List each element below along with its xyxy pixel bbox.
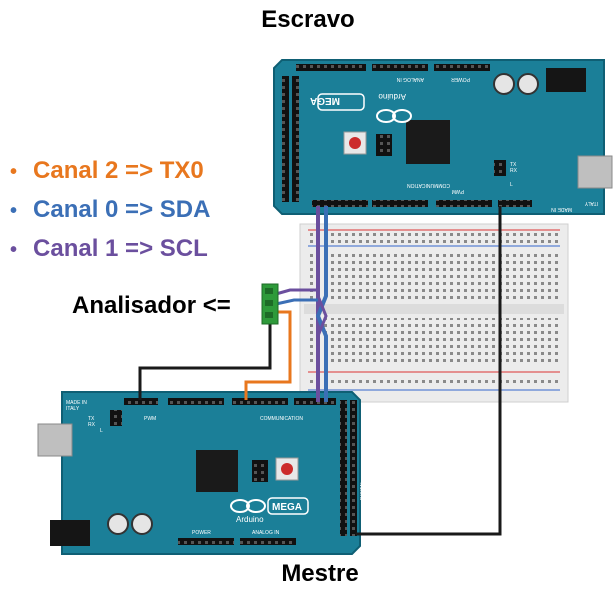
master-analog-text: ANALOG IN — [252, 530, 280, 536]
legend-bullet: • — [10, 161, 18, 183]
master-arduino-logo — [230, 497, 309, 515]
legend-item-sda: • Canal 0 => SDA — [10, 191, 210, 230]
master-label: Mestre — [281, 560, 359, 587]
master-model-text: MEGA — [272, 502, 302, 513]
analyzer-tx0-wire — [244, 310, 292, 400]
slave-country-text: ITALY — [584, 200, 598, 206]
master-arduino-board — [37, 391, 361, 555]
slave-made-in-text: MADE IN — [551, 206, 572, 212]
master-rx-text: RX — [88, 422, 96, 428]
slave-tx-text: TX — [510, 162, 517, 168]
legend-item-tx0: • Canal 2 => TX0 — [10, 152, 210, 191]
slave-communication-text: COMMUNICATION — [407, 182, 450, 188]
ground-wire — [356, 206, 502, 536]
analyzer-scl-wire — [275, 288, 318, 296]
master-tx-text: TX — [88, 416, 95, 422]
breadboard — [299, 223, 569, 403]
legend-text: Canal 1 => SCL — [33, 235, 208, 262]
wires — [138, 206, 502, 536]
channel-legend: • Canal 2 => TX0 • Canal 0 => SDA • Canal 1… — [10, 152, 210, 269]
master-brand-text: Arduino — [236, 515, 264, 524]
master-country-text: ITALY — [66, 406, 80, 412]
legend-bullet: • — [10, 239, 18, 261]
slave-model-text: MEGA — [310, 95, 340, 106]
analyzer-connector — [261, 283, 279, 325]
legend-text: Canal 2 => TX0 — [33, 157, 204, 184]
slave-arduino-board — [273, 59, 613, 215]
master-board-text: MEGA Arduino MADE IN ITALY PWM COMMUNICA… — [66, 400, 366, 536]
legend-text: Canal 0 => SDA — [33, 196, 211, 223]
master-power-text: POWER — [192, 530, 211, 536]
master-made-in-text: MADE IN — [66, 400, 87, 406]
legend-item-scl: • Canal 1 => SCL — [10, 230, 210, 269]
slave-arduino-logo — [317, 93, 412, 123]
slave-pwm-text: PWM — [452, 188, 464, 194]
analyzer-sda-wire — [275, 298, 318, 306]
legend-bullet: • — [10, 200, 18, 222]
slave-l-text: L — [510, 182, 513, 188]
slave-brand-text: Arduino — [378, 92, 406, 101]
master-digital-text: DIGITAL — [360, 481, 366, 500]
master-pwm-text: PWM — [144, 416, 156, 422]
slave-rx-text: RX — [510, 168, 518, 174]
master-l-text: L — [100, 428, 103, 434]
slave-label: Escravo — [261, 6, 355, 33]
sda-wire — [315, 206, 328, 402]
analyzer-label: Analisador <= — [72, 292, 231, 319]
slave-board-text: MEGA Arduino COMMUNICATION ANALOG IN POW… — [310, 76, 598, 212]
analyzer-gnd-wire — [138, 318, 272, 400]
master-communication-text: COMMUNICATION — [260, 416, 303, 422]
slave-analog-text: ANALOG IN — [396, 76, 424, 82]
slave-power-text: POWER — [451, 76, 470, 82]
